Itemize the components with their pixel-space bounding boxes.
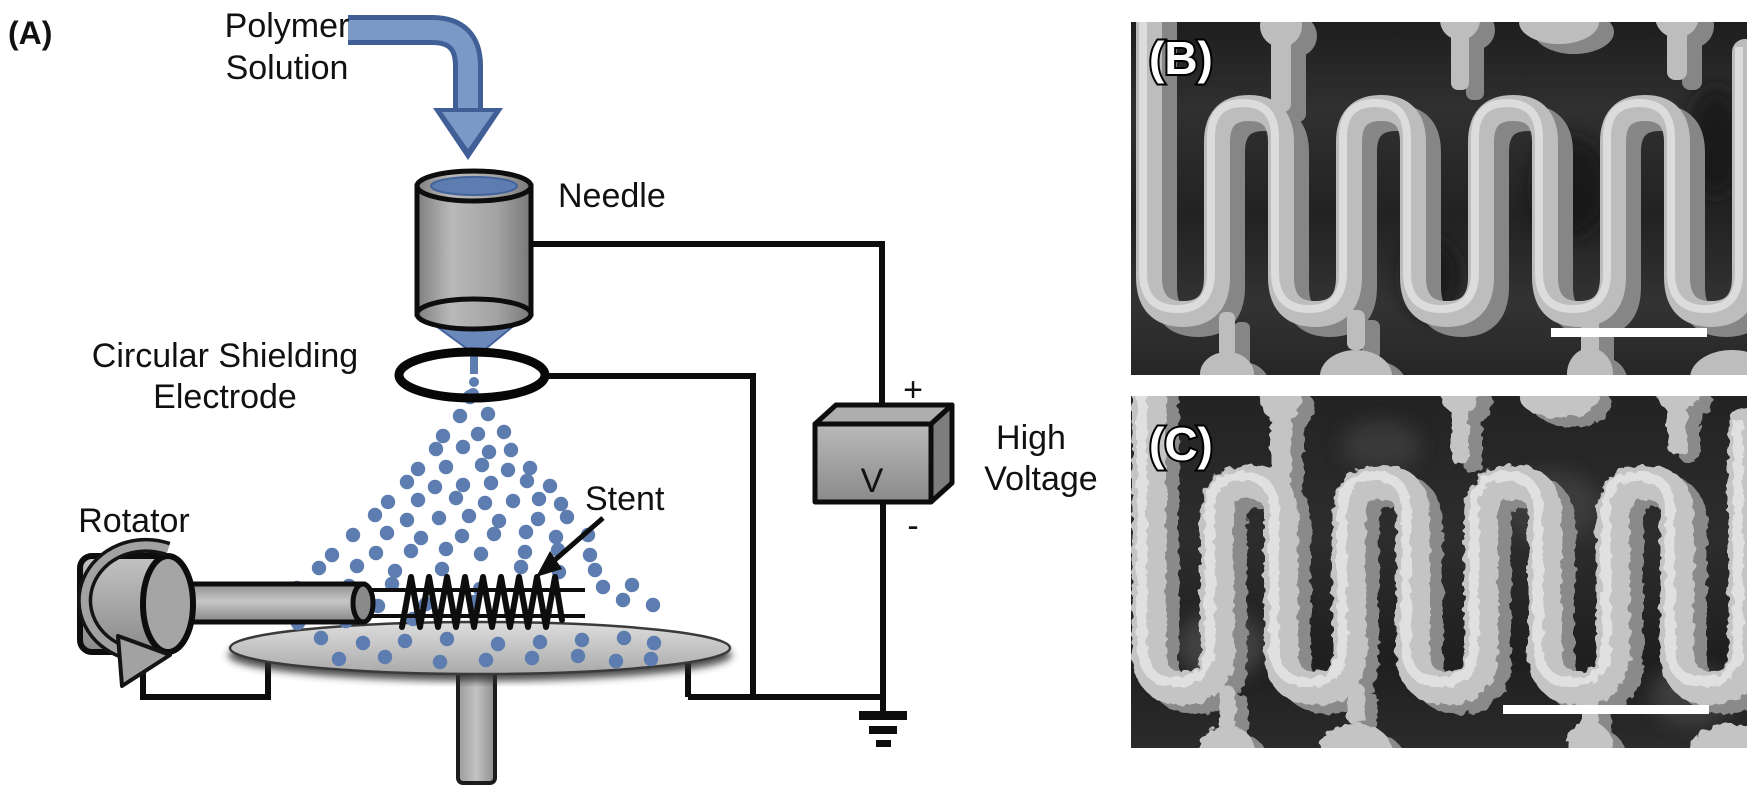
minus-label: - bbox=[907, 507, 918, 545]
shielding-electrode-label-line1: Circular Shielding bbox=[92, 337, 358, 375]
sem-panels: (B) (C) bbox=[1131, 22, 1747, 748]
sem-panel-c: (C) bbox=[1131, 396, 1747, 748]
shaft-end-cap bbox=[350, 581, 376, 625]
scale-bar-c bbox=[1503, 705, 1709, 714]
stent-arrow bbox=[536, 516, 605, 577]
polymer-solution-label-line2: Solution bbox=[226, 49, 349, 87]
electrospray-diagram: V + - bbox=[8, 7, 1098, 785]
voltage-source bbox=[812, 402, 955, 505]
rotator-motor bbox=[77, 553, 376, 655]
needle-to-source-wire bbox=[531, 241, 885, 420]
shielding-electrode-ring bbox=[394, 347, 550, 403]
needle-bottom bbox=[414, 296, 534, 332]
panel-c-label: (C) bbox=[1149, 418, 1213, 470]
electrode-to-ground-wire bbox=[542, 373, 756, 697]
needle-label: Needle bbox=[558, 177, 666, 215]
voltage-source-symbol: V bbox=[861, 462, 884, 500]
voltage-source-front-face bbox=[812, 421, 934, 505]
plus-label: + bbox=[903, 371, 923, 409]
shielding-electrode-label-line2: Electrode bbox=[153, 378, 297, 416]
needle-body bbox=[414, 183, 534, 317]
rotation-arrow-icon bbox=[77, 537, 172, 688]
rotator-label: Rotator bbox=[78, 502, 190, 540]
sem-panel-b: (B) bbox=[1131, 22, 1747, 375]
flow-arrow-icon bbox=[348, 15, 503, 160]
rotator-shaft bbox=[175, 581, 366, 625]
collector-plate bbox=[228, 620, 732, 676]
ground-symbol bbox=[859, 711, 907, 747]
motor-end-cap bbox=[140, 553, 196, 655]
polymer-solution-label-line1: Polymer bbox=[225, 7, 350, 45]
stent-label: Stent bbox=[585, 480, 665, 518]
needle bbox=[414, 168, 534, 400]
solution-surface bbox=[430, 176, 518, 196]
jet-stream bbox=[470, 350, 478, 374]
panel-a-label: (A) bbox=[8, 15, 52, 51]
high-voltage-label-line2: Voltage bbox=[984, 460, 1097, 498]
stent-coil bbox=[399, 574, 565, 630]
plate-pedestal bbox=[456, 667, 497, 785]
scale-bar-b bbox=[1551, 328, 1707, 337]
voltage-source-side-face bbox=[928, 402, 955, 505]
high-voltage-label-line1: High bbox=[996, 419, 1066, 457]
panel-b-label: (B) bbox=[1149, 32, 1213, 84]
